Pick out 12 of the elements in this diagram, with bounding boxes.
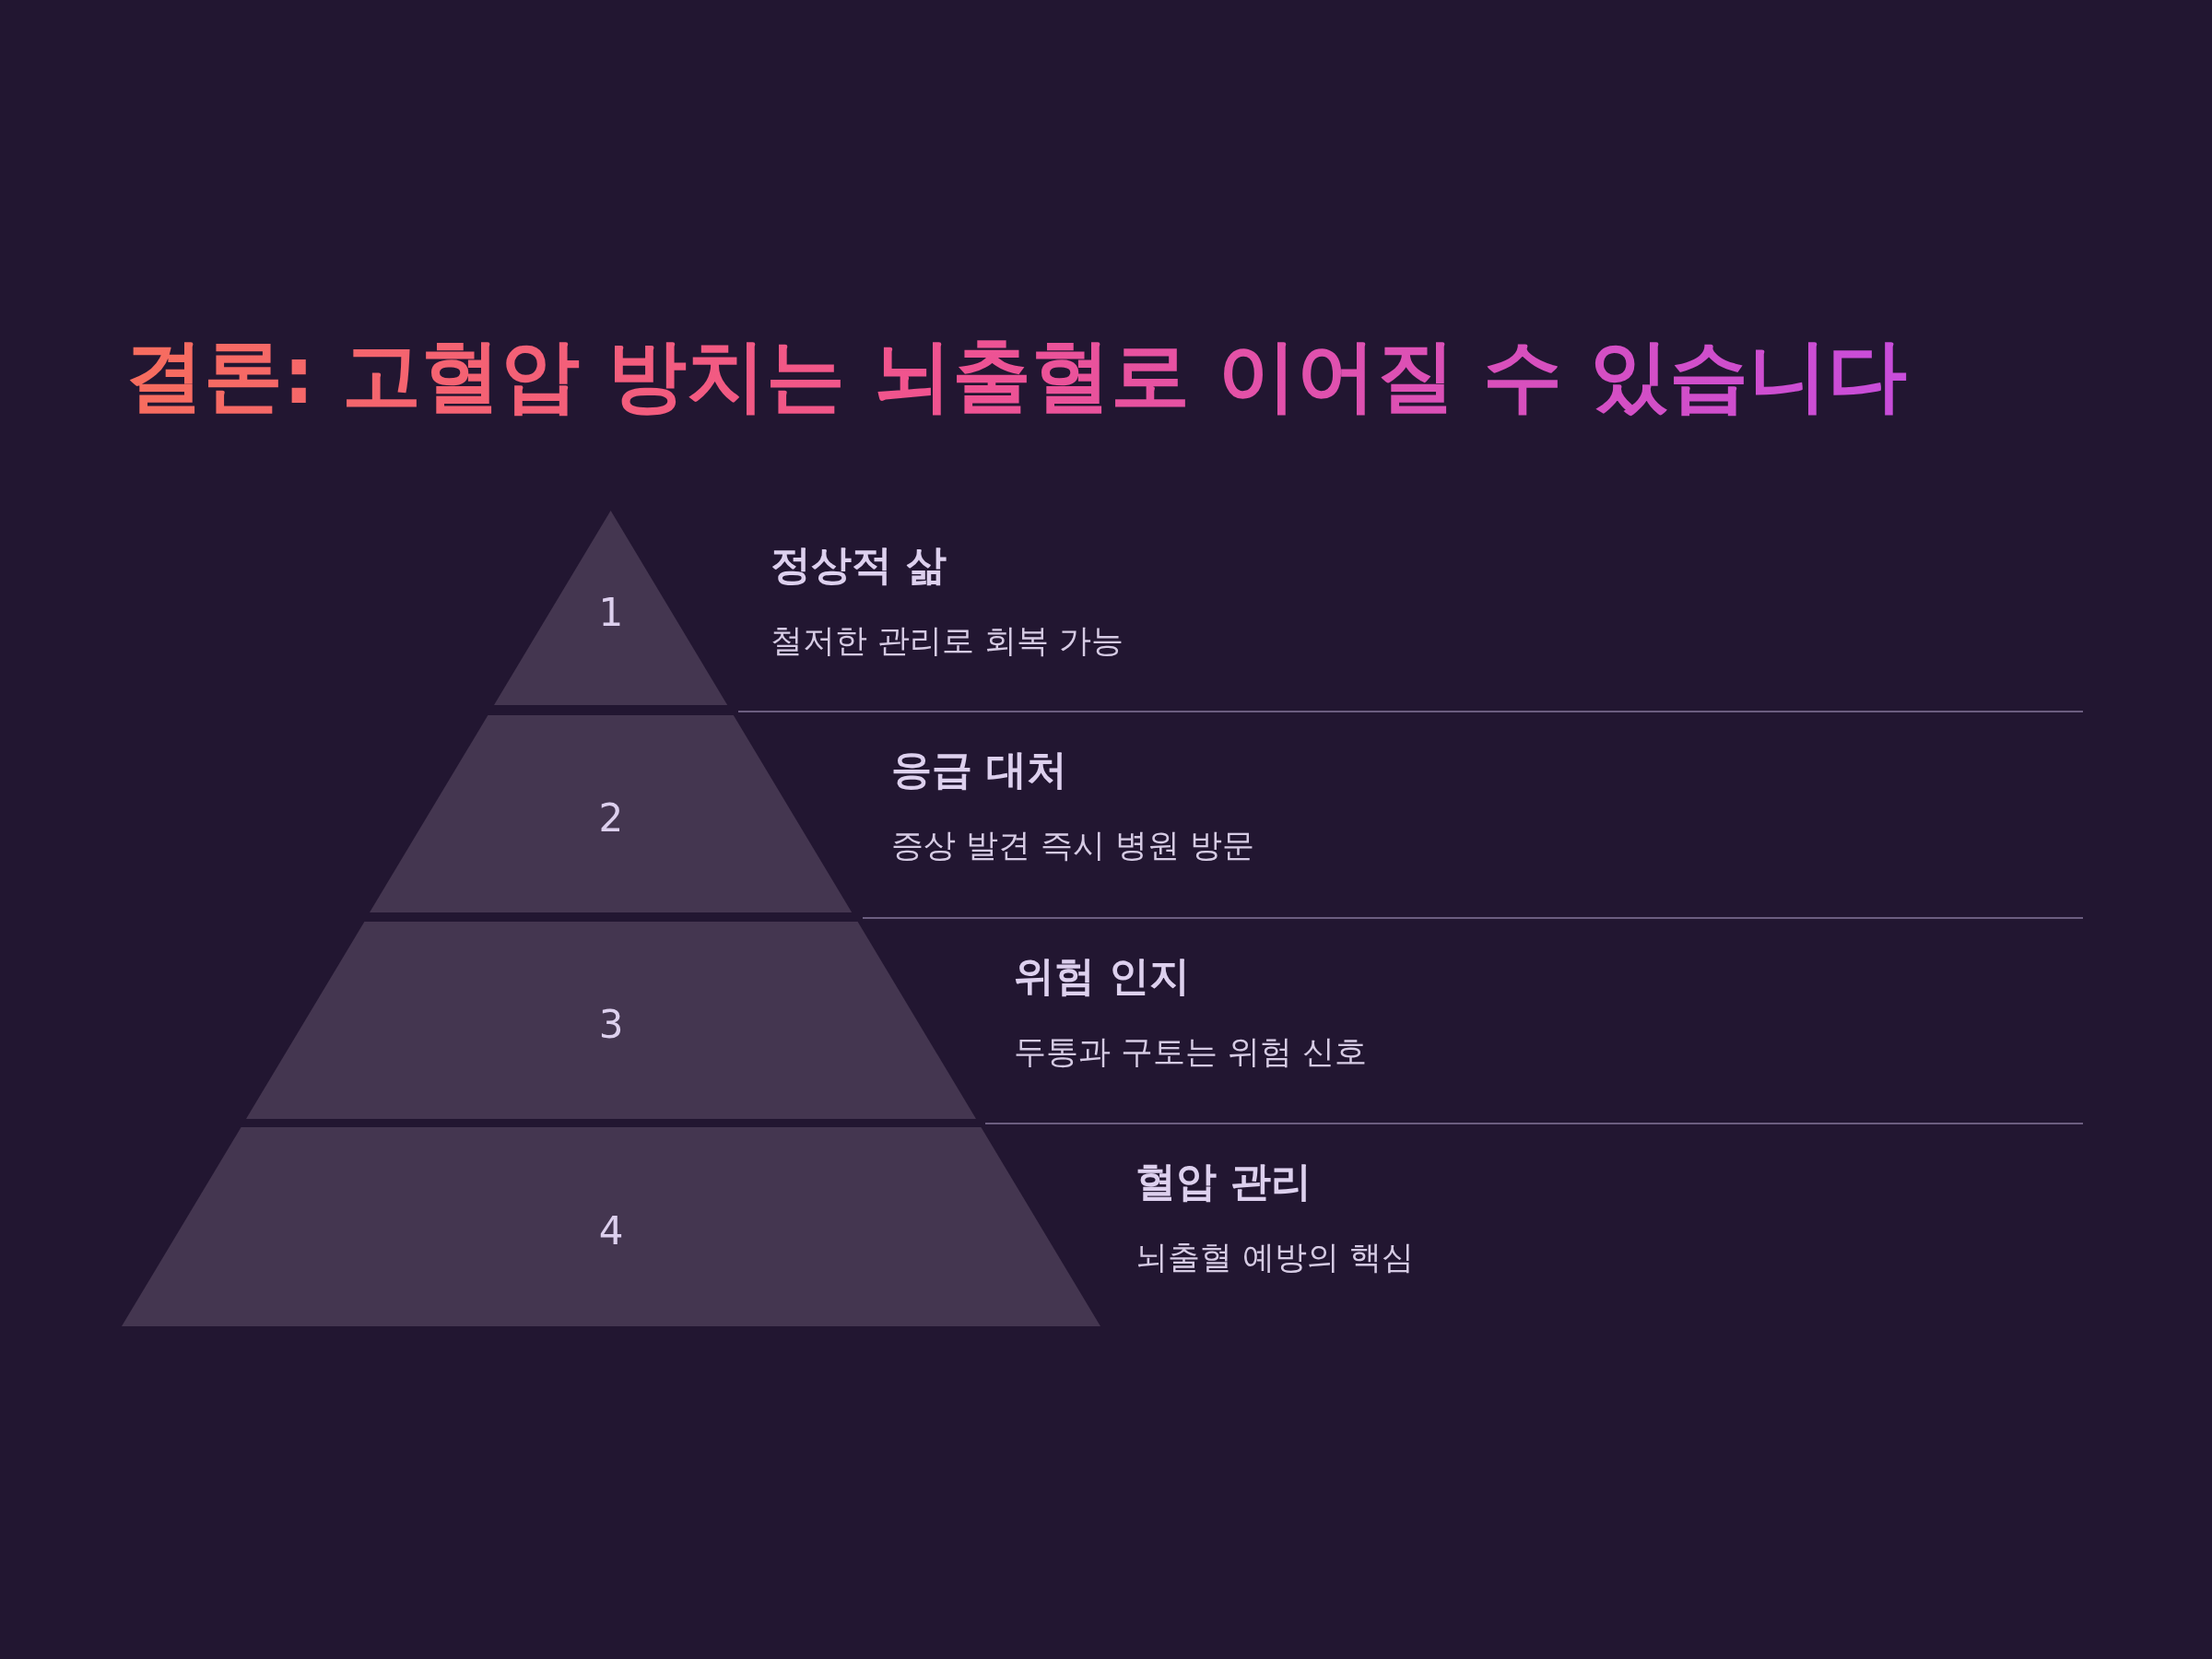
- layer-heading: 응급 대처: [891, 745, 1068, 794]
- layer-number: 2: [598, 794, 624, 841]
- layer-description: 증상 발견 즉시 병원 방문: [891, 826, 1255, 865]
- layer-heading: 위험 인지: [1014, 951, 1191, 1001]
- layer-number: 3: [598, 1001, 624, 1047]
- layer-description: 두통과 구토는 위험 신호: [1014, 1032, 1368, 1072]
- layer-description: 뇌출혈 예방의 핵심: [1135, 1238, 1415, 1277]
- layer-heading: 혈압 관리: [1135, 1157, 1312, 1206]
- layer-description: 철저한 관리로 회복 가능: [771, 621, 1124, 661]
- layer-number: 4: [598, 1207, 624, 1253]
- layer-number: 1: [598, 589, 624, 634]
- layer-heading: 정상적 삶: [771, 540, 947, 590]
